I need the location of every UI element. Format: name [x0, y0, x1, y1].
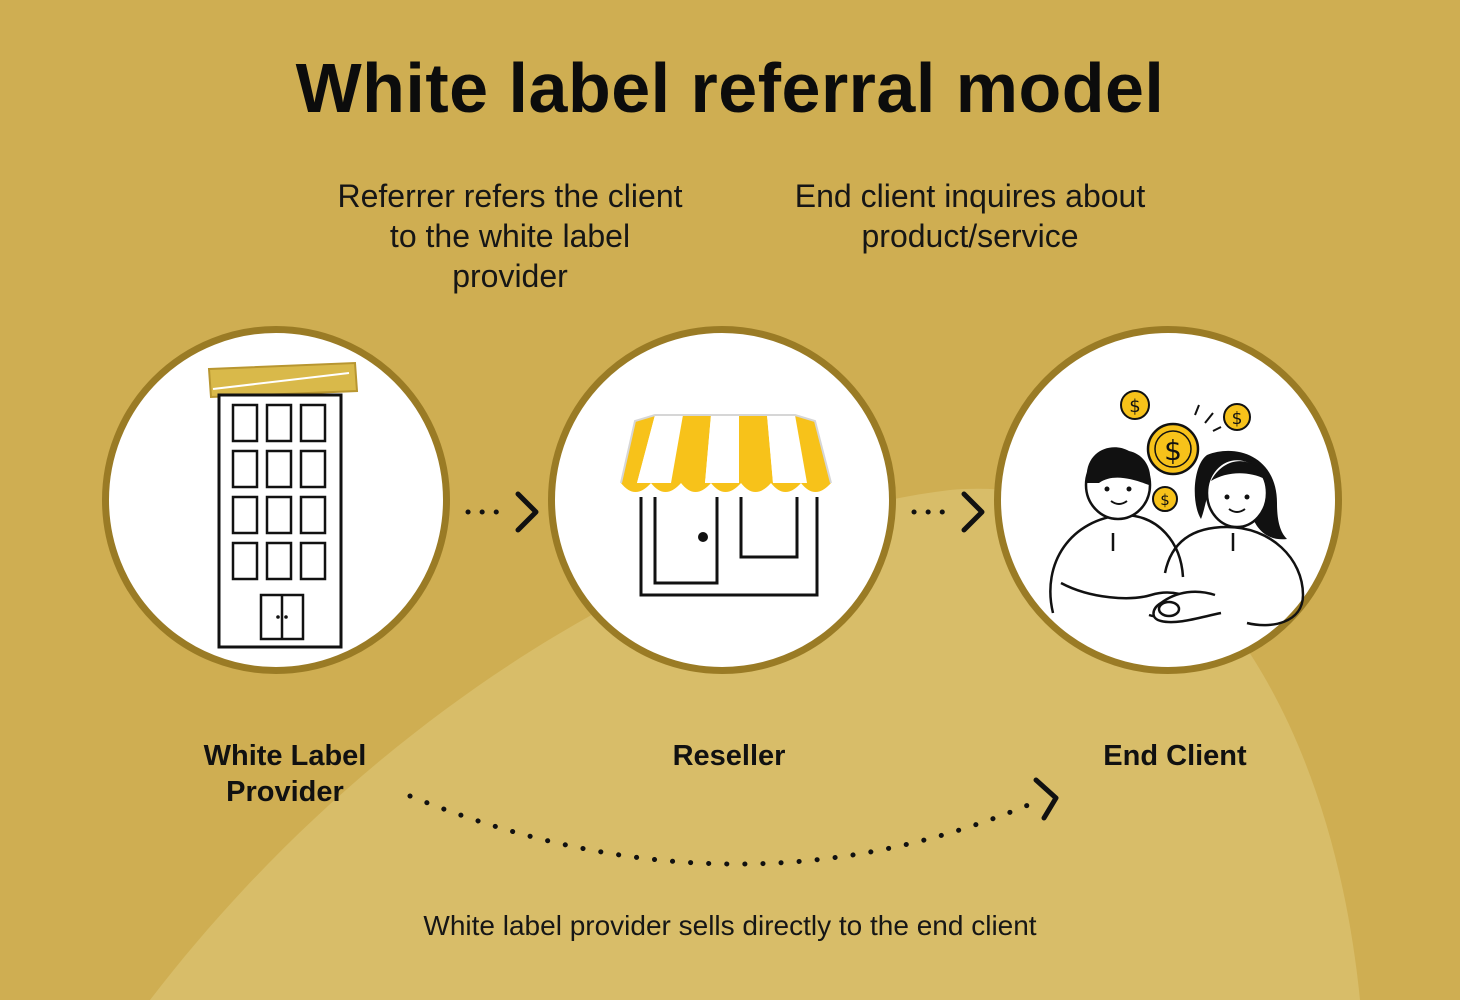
page-title: White label referral model: [295, 49, 1165, 127]
arrow-provider-to-reseller: [465, 491, 539, 533]
reseller-label: Reseller: [672, 740, 786, 772]
svg-text:$: $: [1129, 396, 1140, 417]
provider-circle: [102, 326, 450, 674]
arrow-reseller-to-client: [911, 491, 985, 533]
svg-text:$: $: [1160, 491, 1170, 509]
referral-description: Referrer refers the client to the white …: [337, 178, 683, 294]
coin-icon: $: [1152, 486, 1178, 512]
people-handshake-money-icon: $ $ $ $: [1049, 390, 1305, 627]
client-circle: $ $ $ $: [994, 326, 1342, 674]
arrow-provider-to-client-direct: [407, 777, 1059, 867]
svg-text:$: $: [1232, 409, 1243, 429]
inquiry-description: End client inquires about product/servic…: [794, 178, 1146, 254]
client-label: End Client: [1103, 740, 1247, 772]
svg-text:$: $: [1164, 434, 1182, 467]
office-building-icon: [207, 361, 359, 649]
provider-label: White Label Provider: [203, 740, 367, 808]
coin-icon: $: [1223, 403, 1251, 431]
coin-icon: $: [1120, 390, 1150, 420]
direct-sale-caption: White label provider sells directly to t…: [423, 910, 1037, 941]
storefront-icon: [620, 414, 832, 597]
reseller-circle: [548, 326, 896, 674]
coin-icon: $: [1146, 422, 1200, 476]
